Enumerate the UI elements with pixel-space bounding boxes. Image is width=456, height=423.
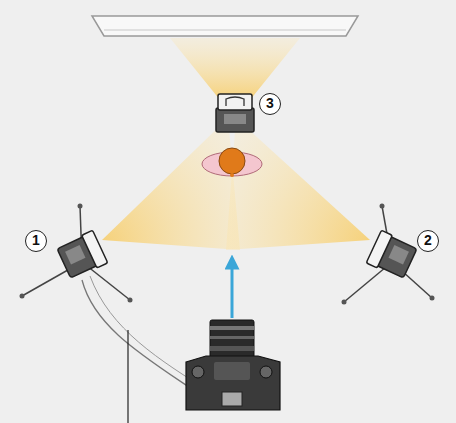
view-arrow [231, 262, 234, 318]
callout-number: 3 [259, 93, 281, 115]
light-beam [102, 118, 240, 250]
subject [202, 148, 262, 177]
speedlight [216, 94, 254, 132]
callout-number: 1 [25, 230, 47, 252]
studio-light [20, 204, 133, 303]
flash-beam [170, 38, 300, 100]
callout-number: 2 [417, 230, 439, 252]
leader-line [127, 330, 128, 423]
camera [186, 320, 280, 410]
light-beam [226, 118, 370, 250]
reflector-panel [92, 16, 358, 36]
studio-light [342, 204, 435, 305]
